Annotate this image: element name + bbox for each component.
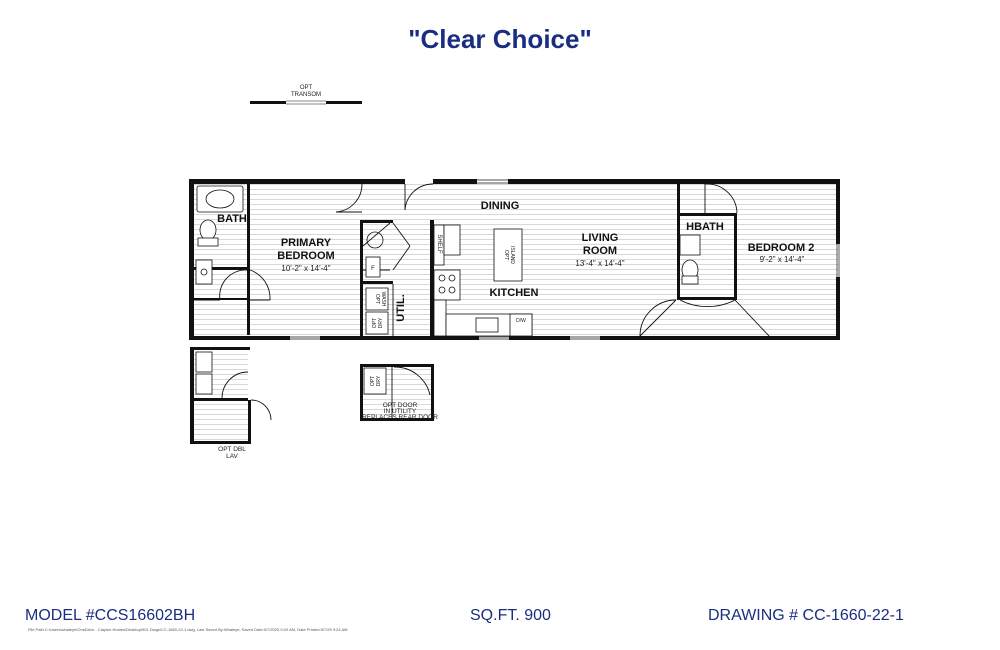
dbl-sink-2-icon — [195, 373, 213, 395]
opt-door-inset — [360, 364, 434, 421]
interior-walls — [194, 183, 737, 336]
label-opt-island-1: OPT — [503, 250, 509, 260]
dishwasher-icon — [509, 313, 533, 337]
footer-file-path: File Path:C:\Users\whaleye\OneDrive - Cl… — [28, 627, 348, 632]
toilet-icon — [199, 219, 217, 241]
note-dbl-lav-1: OPT DBL — [218, 446, 246, 453]
footer-drawing: DRAWING # CC-1660-22-1 — [708, 607, 904, 624]
label-opt-dry-2: DRY — [378, 317, 384, 328]
note-transom-2: TRANSOM — [291, 92, 321, 98]
room-label-util: UTIL. — [395, 294, 407, 322]
shower-icon — [679, 234, 701, 256]
water-heater-icon — [366, 231, 384, 249]
label-opt-dry-1: OPT — [372, 318, 378, 328]
note-opt-door-3: REPLACES REAR DOOR — [362, 414, 438, 421]
exterior-walls — [189, 179, 840, 340]
label-dw: D/W — [516, 318, 526, 324]
opt-dbl-lav-inset — [190, 347, 272, 444]
room-label-dining: DINING — [481, 200, 520, 212]
dryer-icon — [365, 311, 389, 335]
sink-icon — [195, 259, 213, 285]
footer-sqft: SQ.FT. 900 — [470, 607, 551, 624]
note-opt-door-2: IN UTILITY — [384, 408, 417, 415]
room-label-bedroom-2: BEDROOM 2 — [748, 242, 815, 254]
label-opt-wash-2: WASH — [380, 292, 386, 307]
label-opt-dry-inset-1: OPT — [370, 376, 376, 386]
windows — [290, 179, 840, 340]
washer-icon — [365, 287, 389, 311]
label-opt-island-2: ISLAND — [509, 246, 515, 264]
room-dim-primary: 10'-2" x 14'-4" — [281, 264, 330, 273]
bath-fixtures — [195, 185, 701, 285]
label-opt-dry-inset-2: DRY — [376, 375, 382, 386]
footer-model: MODEL #CCS16602BH — [25, 607, 196, 624]
note-opt-door-1: OPT DOOR — [383, 402, 418, 409]
label-opt-wash-1: OPT — [374, 294, 380, 304]
room-label-living-1: LIVING — [582, 232, 619, 244]
freezer-icon — [365, 256, 381, 278]
room-label-hbath: HBATH — [686, 221, 724, 233]
plan-title: "Clear Choice" — [408, 24, 592, 54]
room-label-primary-2: BEDROOM — [277, 250, 334, 262]
label-shelf: SHELF — [436, 234, 442, 254]
opt-dryer-icon — [363, 367, 387, 395]
door-swings — [194, 183, 771, 338]
opt-island — [493, 228, 523, 282]
dbl-sink-1-icon — [195, 351, 213, 373]
room-label-primary-1: PRIMARY — [281, 237, 332, 249]
room-dim-living: 13'-4" x 14'-4" — [575, 259, 624, 268]
kitchen-sink-icon — [475, 317, 499, 333]
counter-left — [433, 299, 447, 337]
note-dbl-lav-2: LAV — [226, 453, 238, 460]
room-label-kitchen: KITCHEN — [490, 287, 539, 299]
room-dim-bedroom-2: 9'-2" x 14'-4" — [760, 255, 805, 264]
range-icon — [433, 269, 461, 301]
note-transom-1: OPT — [300, 85, 313, 91]
tub-icon — [196, 185, 244, 213]
room-label-living-2: ROOM — [583, 245, 617, 257]
label-freezer: F — [371, 266, 375, 272]
opt-transom-graphic — [250, 100, 362, 105]
room-label-bath: BATH — [217, 213, 247, 225]
kitchen-fixtures — [363, 224, 533, 395]
fridge-icon — [443, 224, 461, 256]
